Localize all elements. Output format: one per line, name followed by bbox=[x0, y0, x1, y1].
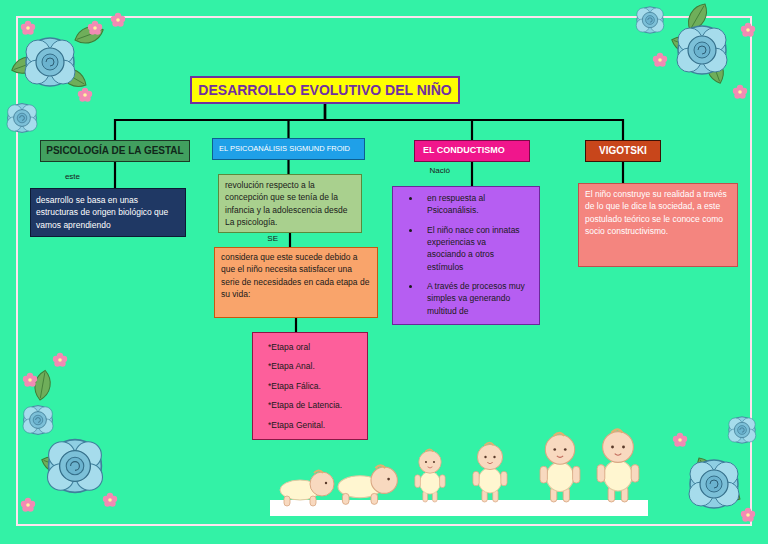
blossom bbox=[21, 21, 35, 35]
connector-line bbox=[325, 104, 472, 140]
text-row: *Etapa Genital. bbox=[268, 419, 359, 431]
text-row: EL CONDUCTISMO bbox=[423, 144, 521, 157]
heading-box: PSICOLOGÍA DE LA GESTAL bbox=[40, 140, 190, 162]
text-row: *Etapa oral bbox=[268, 341, 359, 353]
baby-illustration bbox=[415, 449, 445, 502]
description-box: en respuesta al Psicoanálisis. El niño na… bbox=[392, 186, 540, 325]
baby-illustration bbox=[597, 429, 639, 502]
stage-list-box: *Etapa oral *Etapa Anal. *Etapa Fálica. *Et… bbox=[252, 332, 368, 440]
node-text: El niño construye su realidad a través d… bbox=[585, 188, 731, 237]
blossom bbox=[23, 373, 37, 387]
heading-box: EL CONDUCTISMO bbox=[414, 140, 530, 162]
text-row: El niño construye su realidad a través d… bbox=[585, 188, 731, 237]
node-text: considera que este sucede debido a que e… bbox=[221, 251, 371, 300]
node-text: El niño nace con innatas experiencias va… bbox=[427, 224, 525, 273]
connector-line bbox=[295, 318, 297, 332]
title-box: DESARROLLO EVOLUTIVO DEL NIÑO bbox=[190, 76, 460, 104]
node-text: EL CONDUCTISMO bbox=[423, 144, 505, 157]
bullet-dot bbox=[409, 197, 412, 200]
node-text: *Etapa de Latencia. bbox=[268, 399, 342, 411]
blossom bbox=[733, 85, 747, 99]
floor-strip bbox=[270, 500, 648, 516]
node-text: desarrollo se basa en unas estructuras d… bbox=[36, 194, 180, 231]
leaf bbox=[33, 369, 53, 401]
blossom bbox=[653, 53, 667, 67]
node-text: VIGOTSKI bbox=[599, 144, 647, 159]
page-frame bbox=[17, 17, 751, 525]
text-row: *Etapa Anal. bbox=[268, 360, 359, 372]
text-row: revolución respecto a la concepción que … bbox=[225, 179, 355, 228]
rose-flower bbox=[25, 38, 75, 86]
blossom bbox=[21, 498, 35, 512]
text-row: *Etapa Fálica. bbox=[268, 380, 359, 392]
text-row: desarrollo se basa en unas estructuras d… bbox=[36, 194, 180, 231]
text-row: EL PSICOANÁLISIS SIGMUND FROID bbox=[219, 144, 358, 155]
bullet-dot bbox=[409, 229, 412, 232]
rose-flower bbox=[677, 26, 727, 74]
node-text: *Etapa Genital. bbox=[268, 419, 325, 431]
bullet-item: A través de procesos muy simples va gene… bbox=[409, 280, 525, 317]
text-row: DESARROLLO EVOLUTIVO DEL NIÑO bbox=[196, 80, 454, 100]
blossom bbox=[741, 508, 755, 522]
baby-illustration bbox=[338, 465, 397, 504]
connector-line bbox=[289, 233, 291, 247]
text-row: considera que este sucede debido a que e… bbox=[221, 251, 371, 300]
connector-line bbox=[289, 104, 326, 138]
rose-flower bbox=[23, 406, 53, 435]
baby-illustration bbox=[473, 443, 507, 502]
edge-label: este bbox=[65, 172, 80, 181]
connector-line bbox=[115, 104, 325, 140]
connector-line bbox=[325, 104, 623, 140]
connector-line bbox=[622, 162, 624, 183]
description-box: desarrollo se basa en unas estructuras d… bbox=[30, 188, 186, 237]
description-box: revolución respecto a la concepción que … bbox=[218, 174, 362, 233]
edge-label: Nació bbox=[430, 166, 450, 175]
description-box: El niño construye su realidad a través d… bbox=[578, 183, 738, 267]
bullet-dot bbox=[409, 285, 412, 288]
node-text: en respuesta al Psicoanálisis. bbox=[427, 192, 525, 217]
connector-line bbox=[471, 162, 473, 186]
bullet-item: El niño nace con innatas experiencias va… bbox=[409, 224, 525, 273]
baby-illustration bbox=[280, 471, 334, 507]
text-row: VIGOTSKI bbox=[589, 144, 657, 159]
node-text: *Etapa oral bbox=[268, 341, 310, 353]
baby-illustration bbox=[540, 433, 580, 502]
node-text: *Etapa Anal. bbox=[268, 360, 315, 372]
rose-flower bbox=[728, 417, 756, 443]
bullet-item: en respuesta al Psicoanálisis. bbox=[409, 192, 525, 217]
edge-label: SE bbox=[267, 234, 278, 243]
node-text: revolución respecto a la concepción que … bbox=[225, 179, 355, 228]
node-text: PSICOLOGÍA DE LA GESTAL bbox=[46, 144, 183, 159]
blossom bbox=[111, 13, 125, 27]
node-text: A través de procesos muy simples va gene… bbox=[427, 280, 525, 317]
node-text: *Etapa Fálica. bbox=[268, 380, 321, 392]
connector-line bbox=[287, 160, 289, 174]
blossom bbox=[53, 353, 67, 367]
blossom bbox=[103, 493, 117, 507]
node-text: DESARROLLO EVOLUTIVO DEL NIÑO bbox=[198, 80, 451, 100]
rose-flower bbox=[7, 104, 37, 133]
text-row: *Etapa de Latencia. bbox=[268, 399, 359, 411]
text-row: PSICOLOGÍA DE LA GESTAL bbox=[44, 144, 186, 159]
description-box: considera que este sucede debido a que e… bbox=[214, 247, 378, 318]
heading-box: EL PSICOANÁLISIS SIGMUND FROID bbox=[212, 138, 365, 160]
rose-flower bbox=[689, 460, 739, 508]
connector-line bbox=[114, 162, 116, 188]
node-text: EL PSICOANÁLISIS SIGMUND FROID bbox=[219, 144, 350, 155]
blossom bbox=[741, 23, 755, 37]
rose-flower bbox=[48, 440, 103, 493]
rose-flower bbox=[636, 7, 664, 33]
blossom bbox=[673, 433, 687, 447]
blossom bbox=[78, 88, 92, 102]
blossom bbox=[88, 21, 102, 35]
heading-box: VIGOTSKI bbox=[585, 140, 661, 162]
